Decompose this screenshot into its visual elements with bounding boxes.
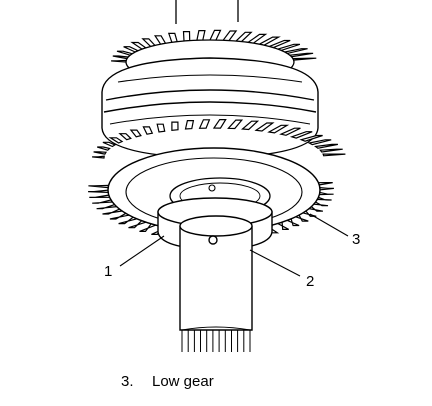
- low-gear-tooth: [108, 137, 124, 144]
- low-gear-tooth: [171, 121, 179, 131]
- upper-gear-tooth: [196, 30, 206, 41]
- upper-gear-tooth: [288, 52, 314, 58]
- low-gear-tooth: [142, 126, 154, 135]
- low-gear-tooth: [89, 194, 111, 198]
- low-gear-tooth: [254, 122, 275, 132]
- upper-gear-tooth: [292, 57, 317, 61]
- low-gear-tooth: [289, 131, 313, 139]
- leader-3: [309, 213, 349, 237]
- low-gear-tooth: [96, 203, 119, 210]
- shaft-splines: [181, 326, 251, 352]
- upper-gear-tooth: [209, 29, 222, 41]
- low-gear-tooth: [319, 148, 343, 153]
- upper-gear-tooth: [111, 59, 127, 63]
- low-gear-tooth: [93, 151, 108, 155]
- upper-gear-tooth: [234, 31, 253, 43]
- low-gear-tooth: [184, 120, 195, 130]
- low-gear-tooth: [307, 139, 332, 146]
- low-gear-tooth: [118, 133, 132, 141]
- low-gear-tooth: [88, 189, 109, 194]
- callout-3: 3: [352, 231, 360, 248]
- low-gear-tooth: [92, 155, 105, 159]
- low-gear-tooth: [227, 119, 244, 130]
- upper-gear-tooth: [283, 48, 308, 55]
- low-gear-tooth: [92, 199, 114, 204]
- low-gear-tooth: [319, 186, 334, 191]
- low-gear-tooth: [267, 124, 290, 134]
- upper-gear-tooth: [221, 30, 238, 42]
- callout-2: 2: [306, 273, 314, 290]
- synchronizer-hub: [101, 57, 319, 159]
- low-gear-tooth: [97, 146, 111, 151]
- retaining-pin: [208, 184, 216, 192]
- leader-lines: [119, 213, 349, 277]
- main-shaft: [179, 215, 253, 331]
- low-gear-tooth: [318, 191, 334, 196]
- low-gear-tooth: [198, 119, 211, 129]
- leader-1: [119, 235, 165, 267]
- shaft-hole: [208, 235, 218, 245]
- legend-item-number: 3.: [121, 373, 134, 390]
- low-gear-tooth: [102, 208, 124, 215]
- leader-2: [249, 249, 301, 277]
- low-gear-tooth: [102, 141, 117, 148]
- spline-edge: [181, 326, 251, 331]
- low-gear-tooth: [279, 127, 301, 136]
- low-gear-tooth: [241, 120, 260, 131]
- low-gear-tooth: [156, 123, 166, 133]
- low-gear-tooth: [212, 119, 227, 129]
- low-gear-tooth: [88, 184, 110, 189]
- low-gear-tooth: [322, 153, 346, 157]
- low-gear-tooth: [316, 196, 332, 201]
- low-gear-tooth: [299, 134, 323, 142]
- legend-item-text: Low gear: [152, 373, 214, 390]
- upper-gear-tooth: [112, 55, 130, 60]
- legend: 3. Low gear: [121, 373, 214, 390]
- top-shaft-rods: [175, 0, 239, 24]
- low-gear-tooth: [314, 143, 339, 149]
- callout-1: 1: [104, 263, 112, 280]
- upper-gear-tooth: [167, 32, 178, 44]
- upper-gear-tooth: [182, 31, 191, 42]
- low-gear-tooth: [129, 129, 142, 138]
- low-gear-tooth: [317, 182, 333, 186]
